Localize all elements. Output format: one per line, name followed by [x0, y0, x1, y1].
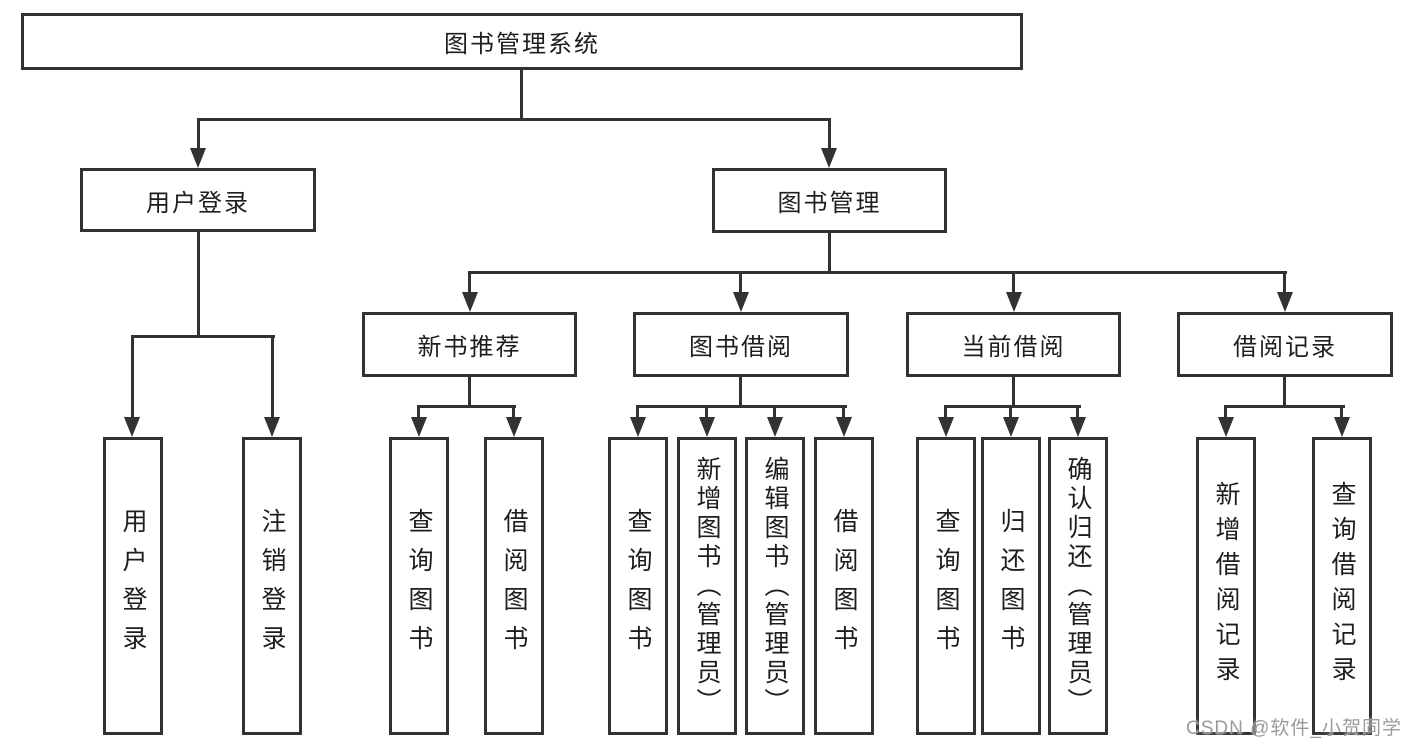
arrowhead-icon [630, 417, 646, 437]
arrowhead-icon [836, 417, 852, 437]
arrowhead-icon [938, 417, 954, 437]
connector-line [1012, 271, 1015, 295]
connector-line [828, 233, 831, 274]
connector-line [636, 405, 847, 408]
connector-line [1009, 405, 1012, 420]
connector-line [512, 405, 515, 420]
leaf-edit-books-admin: 编辑图书（管理员） [745, 437, 805, 735]
connector-line [468, 377, 471, 408]
connector-line [1283, 377, 1286, 408]
csdn-watermark: CSDN @软件_小贺同学 [1186, 718, 1402, 739]
leaf-user-login: 用户登录 [103, 437, 163, 735]
leaf-logout: 注销登录 [242, 437, 302, 735]
connector-line [468, 271, 1287, 274]
leaf-return-books: 归还图书 [981, 437, 1041, 735]
arrowhead-icon [411, 417, 427, 437]
node-book-borrow: 图书借阅 [633, 312, 849, 377]
leaf-query-borrow-record: 查询借阅记录 [1312, 437, 1372, 735]
connector-line [131, 335, 134, 419]
connector-line [197, 232, 200, 338]
arrowhead-icon [1277, 292, 1293, 312]
arrowhead-icon [190, 148, 206, 168]
connector-line [636, 405, 639, 420]
connector-line [842, 405, 845, 420]
connector-line [271, 335, 274, 419]
connector-line [1340, 405, 1343, 420]
connector-line [131, 335, 275, 338]
arrowhead-icon [462, 292, 478, 312]
leaf-borrow-books: 借阅图书 [814, 437, 874, 735]
connector-line [417, 405, 516, 408]
leaf-add-books-admin: 新增图书（管理员） [677, 437, 737, 735]
connector-line [828, 118, 831, 150]
arrowhead-icon [1006, 292, 1022, 312]
arrowhead-icon [821, 148, 837, 168]
connector-line [1283, 271, 1286, 295]
arrowhead-icon [506, 417, 522, 437]
node-borrow-records: 借阅记录 [1177, 312, 1393, 377]
connector-line [1224, 405, 1345, 408]
connector-line [944, 405, 1081, 408]
leaf-current-query-books: 查询图书 [916, 437, 976, 735]
node-book-management: 图书管理 [712, 168, 947, 233]
leaf-add-borrow-record: 新增借阅记录 [1196, 437, 1256, 735]
arrowhead-icon [1334, 417, 1350, 437]
node-current-borrow: 当前借阅 [906, 312, 1121, 377]
connector-line [944, 405, 947, 420]
arrowhead-icon [1003, 417, 1019, 437]
connector-line [705, 405, 708, 420]
arrowhead-icon [1218, 417, 1234, 437]
connector-line [417, 405, 420, 420]
arrowhead-icon [767, 417, 783, 437]
leaf-recommend-borrow-books: 借阅图书 [484, 437, 544, 735]
connector-line [197, 118, 200, 150]
node-library-system-root: 图书管理系统 [21, 13, 1023, 70]
connector-line [773, 405, 776, 420]
node-new-book-recommend: 新书推荐 [362, 312, 577, 377]
arrowhead-icon [124, 417, 140, 437]
connector-line [1012, 377, 1015, 408]
arrowhead-icon [1070, 417, 1086, 437]
connector-line [468, 271, 471, 295]
connector-line [520, 70, 523, 120]
arrowhead-icon [699, 417, 715, 437]
node-user-login: 用户登录 [80, 168, 316, 232]
connector-line [739, 271, 742, 295]
leaf-recommend-query-books: 查询图书 [389, 437, 449, 735]
arrowhead-icon [733, 292, 749, 312]
connector-line [739, 377, 742, 408]
connector-line [1076, 405, 1079, 420]
leaf-borrow-query-books: 查询图书 [608, 437, 668, 735]
connector-line [197, 118, 831, 121]
leaf-confirm-return-admin: 确认归还（管理员） [1048, 437, 1108, 735]
connector-line [1224, 405, 1227, 420]
arrowhead-icon [264, 417, 280, 437]
